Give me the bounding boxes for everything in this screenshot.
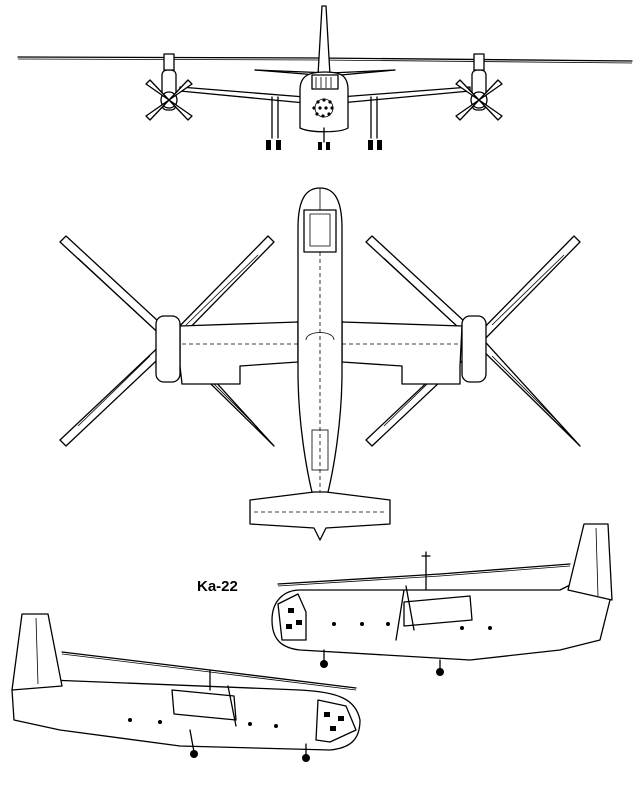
top-right-nacelle (461, 315, 487, 383)
aircraft-designation-label: Ka-22 (197, 578, 238, 595)
front-left-nacelle (145, 53, 193, 121)
side-right-nacelle (403, 595, 473, 627)
top-left-nacelle (155, 315, 181, 383)
front-tail-fin (317, 5, 331, 76)
top-right-wing (341, 321, 463, 385)
side-left-nacelle (171, 689, 237, 721)
top-view (59, 187, 581, 541)
top-tailplane (249, 491, 391, 541)
side-view-right (271, 523, 613, 676)
side-right-rotor (277, 563, 571, 585)
front-landing-gear (266, 96, 382, 150)
side-right-tail-fin (567, 523, 613, 601)
side-view-left (11, 613, 361, 762)
front-view (17, 5, 633, 150)
front-right-nacelle (455, 53, 503, 121)
top-left-wing (179, 321, 299, 385)
